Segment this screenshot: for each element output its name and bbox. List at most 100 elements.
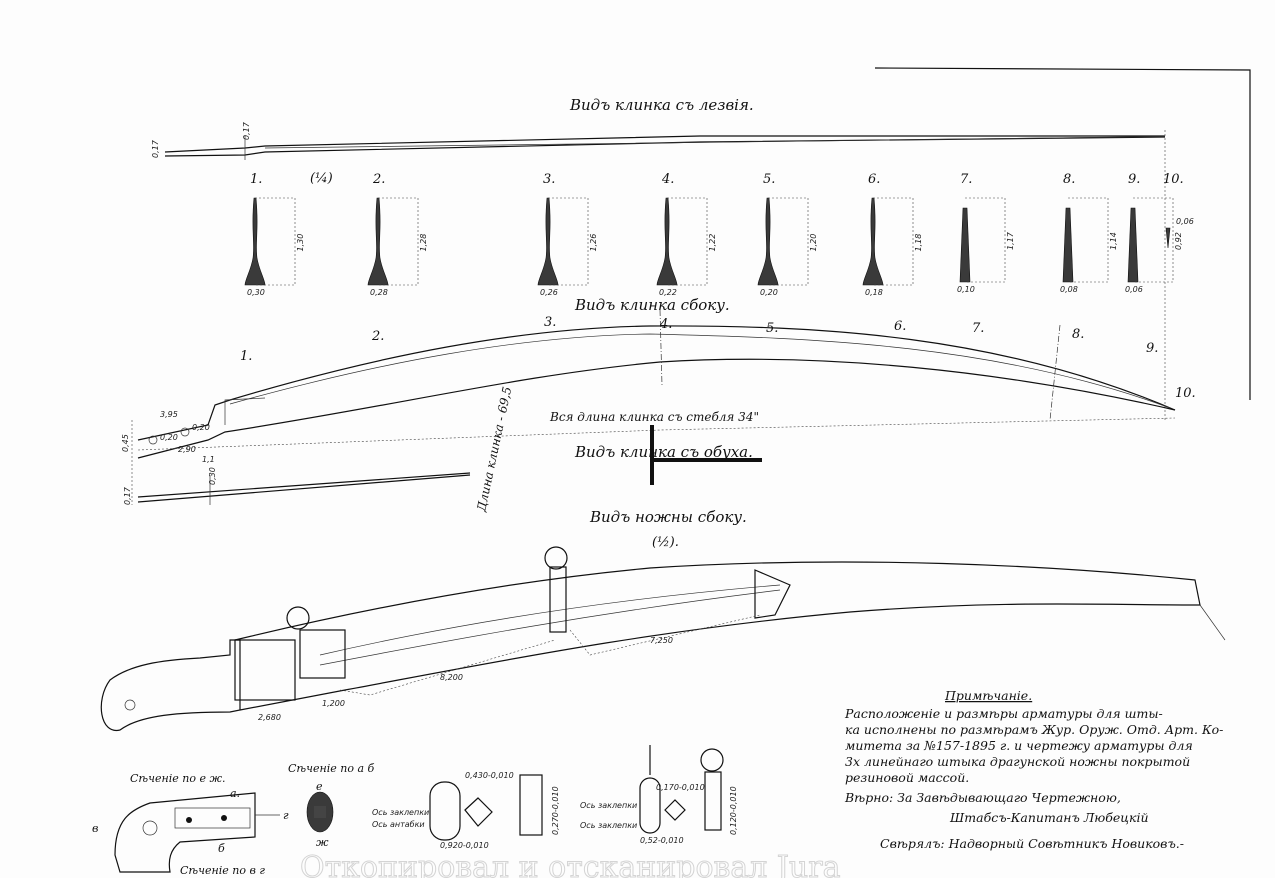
blade-length-label: Длина клинка - 69,5 [474, 385, 514, 513]
side-point-label: 7. [972, 321, 984, 336]
section-height-dim: 1,26 [589, 234, 598, 252]
note-heading: Примѣчаніе. [944, 688, 1032, 703]
cross-section-7: 7.1,170,10 [957, 172, 1015, 294]
title-scabbard-side-view: Видъ ножны сбоку. [589, 508, 747, 526]
section-base-dim: 0,06 [1125, 285, 1143, 294]
section-base-dim: 0,08 [1060, 285, 1078, 294]
side-point-label: 3. [544, 315, 556, 330]
section-base-dim: 0,28 [370, 288, 388, 297]
cross-section-6: 6. 1,18 0,18 [862, 172, 923, 297]
fitting-dim: 0,52-0,010 [640, 836, 684, 845]
title-blade-edge-view: Видъ клинка съ лезвія. [569, 96, 754, 114]
section-letter: а. [230, 787, 240, 800]
section-height-dim: 1,20 [809, 234, 818, 252]
section-base-dim: 0,30 [247, 288, 265, 297]
cross-section-9: 9.0,920,06 [1125, 172, 1183, 294]
section-number: 5. [763, 172, 775, 187]
watermark: Откопировал и отсканировал Jura [300, 850, 841, 878]
section-height-dim: 1,28 [419, 234, 428, 252]
tang-width-dim: 0,45 [121, 434, 130, 452]
section-dimension-line [1133, 197, 1174, 283]
note-line: резиновой массой. [845, 770, 969, 785]
section-height-dim: 1,18 [914, 234, 923, 252]
section-height-dim: 0,06 [1176, 217, 1194, 226]
title-blade-side-view: Видъ клинка сбоку. [574, 296, 730, 314]
side-view-point-labels: 1.2.3.4.5.6.7.8.9.10. [240, 315, 1196, 401]
section-profile [367, 197, 389, 286]
note-line: Расположеніе и размѣры арматуры для шты- [844, 706, 1163, 721]
section-profile [757, 197, 779, 286]
note-rank: Штабсъ-Капитанъ Любецкій [949, 810, 1149, 825]
frame-border [874, 67, 1251, 400]
side-point-label: 8. [1072, 327, 1084, 342]
section-profile [656, 197, 678, 286]
section-dimension-line [1068, 197, 1109, 283]
section-dimension-line [255, 197, 296, 286]
scabbard-dim: 2,680 [258, 713, 281, 722]
section-number: 9. [1128, 172, 1140, 187]
section-number: 1. [250, 172, 262, 187]
cross-section-8: 8. 1,14 0,08 [1060, 172, 1118, 294]
cross-section-1: 1. 1,30 0,30 [244, 172, 305, 297]
side-point-label: 6. [894, 319, 906, 334]
section-height-dim: 1,17 [1006, 231, 1015, 250]
cross-section-10: 10. 0,06 [1163, 172, 1194, 249]
section-letter: г [283, 809, 289, 822]
note-line: 3х линейнаго штыка драгунской ножны покр… [845, 754, 1190, 769]
section-profile [862, 197, 884, 286]
section-base-dim: 0,26 [540, 288, 558, 297]
edge-thickness-dim: 0,17 [151, 139, 160, 158]
axis-label: Ось заклепки [580, 821, 637, 830]
side-point-label: 10. [1175, 386, 1196, 401]
section-profile [1062, 207, 1074, 283]
section-number: 7. [960, 172, 972, 187]
blade-edge-view: 0,17 0,17 [151, 121, 1166, 420]
section-profile [1165, 227, 1171, 249]
cross-section-4: 4.1,220,22 [656, 172, 717, 297]
side-point-label: 4. [659, 317, 672, 332]
hole-dia-1-dim: 0,20 [160, 433, 178, 442]
section-letter: б [218, 842, 225, 855]
back-thickness-dim: 0,30 [208, 467, 217, 485]
section-letter: ж [316, 836, 329, 849]
scabbard-dim: 8,200 [440, 673, 463, 682]
section-number: 10. [1163, 172, 1184, 187]
blade-cross-sections: 1.1,300,302.1,280,283.1,260,264.1,220,22… [244, 172, 1194, 297]
section-number: 4. [661, 172, 674, 187]
tang-length-dim: 3,95 [160, 410, 178, 419]
section-number: 8. [1063, 172, 1075, 187]
section-profile [959, 207, 971, 283]
title-blade-back-view: Видъ клинка съ обуха. [574, 443, 753, 461]
section-height-dim: 1,22 [708, 234, 717, 252]
fitting-dim: 0,920-0,010 [440, 841, 489, 850]
fitting-detail-right: Ось заклепки Ось заклепки 0,170-0,010 0,… [580, 745, 738, 845]
cross-section-3: 3.1,260,26 [537, 172, 598, 297]
shoulder-dim: 1,1 [202, 455, 215, 464]
note-checked: Свѣрялъ: Надворный Совѣтникъ Новиковъ.- [880, 836, 1184, 851]
section-height-dim: 1,30 [296, 234, 305, 252]
section-profile [1127, 207, 1139, 283]
fitting-detail-left: Ось заклепки Ось антабки 0,430-0,010 0,2… [372, 771, 560, 850]
hole-dia-2-dim: 0,20 [192, 423, 210, 432]
section-number: 6. [868, 172, 880, 187]
note-block: Примѣчаніе. Расположеніе и размѣры армат… [844, 688, 1223, 851]
section-letter: в [92, 822, 98, 835]
side-point-label: 1. [240, 349, 252, 364]
side-point-label: 5. [766, 321, 778, 336]
blade-back-view: 0,17 0,30 [123, 420, 471, 505]
section-profile [537, 197, 559, 286]
scabbard-dim: 1,200 [322, 699, 345, 708]
back-view-title-group: Видъ клинка съ обуха. [574, 425, 762, 485]
side-point-label: 2. [371, 329, 384, 344]
section-height-dim: 1,14 [1109, 232, 1118, 250]
axis-label: Ось антабки [372, 820, 425, 829]
section-base-dim: 0,18 [865, 288, 883, 297]
fitting-dim: 0,120-0,010 [729, 786, 738, 835]
section-base-dim: 0,20 [760, 288, 778, 297]
cross-section-5: 5. 1,20 0,20 [757, 172, 818, 297]
section-dimension-line [548, 197, 589, 286]
fitting-dim: 0,270-0,010 [551, 786, 560, 835]
section-dimension-line [667, 197, 708, 286]
